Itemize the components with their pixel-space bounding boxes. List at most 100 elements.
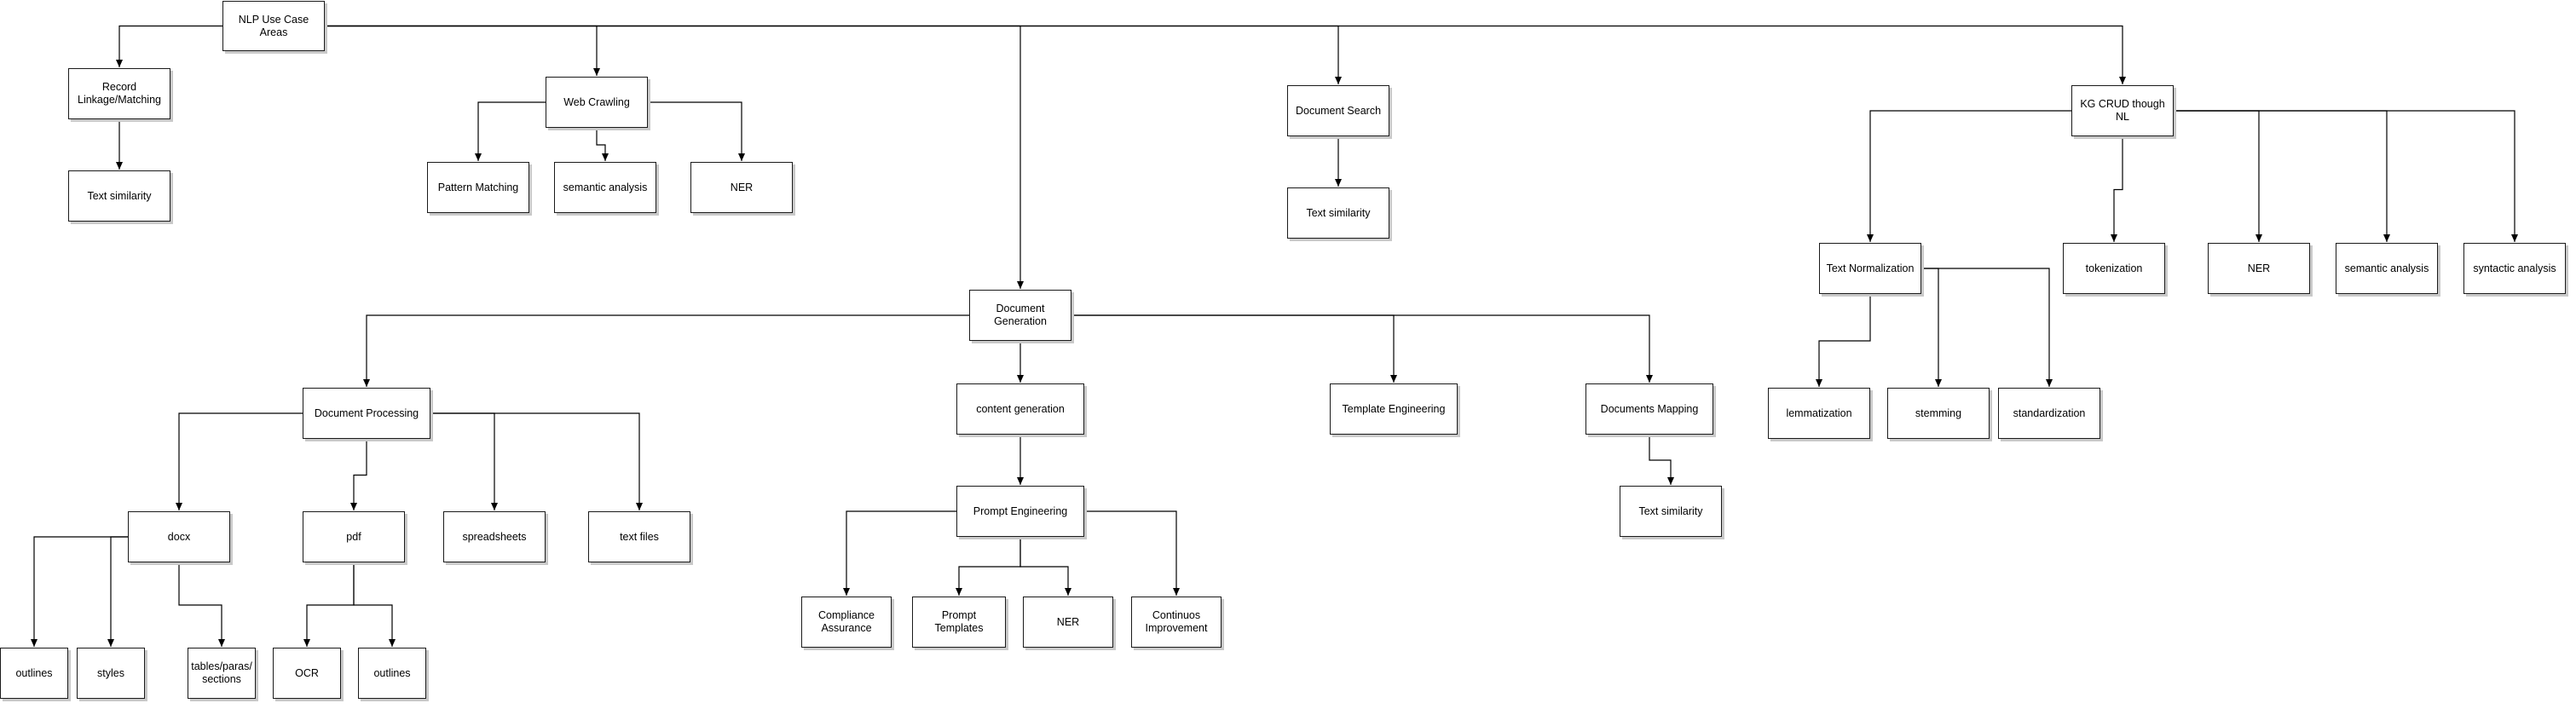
edge-text_normalization-to-stemming [1921, 268, 1942, 387]
node-text-similarity-1[interactable]: Text similarity [68, 170, 170, 222]
node-ocr[interactable]: OCR [273, 648, 341, 699]
edge-document_processing-to-spreadsheets [430, 412, 498, 510]
node-document-search[interactable]: Document Search [1287, 85, 1389, 136]
node-label: spreadsheets [462, 530, 527, 543]
node-label: docx [167, 530, 191, 543]
node-ner-2[interactable]: NER [2208, 243, 2310, 294]
node-docx[interactable]: docx [128, 511, 230, 562]
node-label: Prompt Engineering [973, 504, 1068, 517]
node-text-files[interactable]: text files [588, 511, 690, 562]
node-label: tables/paras/ sections [191, 660, 252, 685]
edge-docx-to-tables_paras_sections [178, 562, 225, 647]
node-label: Record Linkage/Matching [78, 81, 161, 106]
node-pdf[interactable]: pdf [303, 511, 405, 562]
node-label: styles [97, 666, 124, 679]
node-text-similarity-3[interactable]: Text similarity [1620, 486, 1722, 537]
edge-document_generation-to-document_processing [363, 314, 969, 387]
edge-document_generation-to-template_engineering [1071, 314, 1397, 383]
node-tokenization[interactable]: tokenization [2063, 243, 2165, 294]
node-label: text files [620, 530, 659, 543]
edge-document_processing-to-text_files [430, 412, 643, 510]
node-label: Template Engineering [1342, 402, 1446, 415]
node-documents-mapping[interactable]: Documents Mapping [1585, 383, 1713, 435]
edge-document_generation-to-documents_mapping [1071, 314, 1653, 383]
node-label: semantic analysis [563, 181, 648, 193]
edge-text_normalization-to-lemmatization [1816, 294, 1871, 387]
node-label: syntactic analysis [2473, 262, 2556, 274]
node-label: Text Normalization [1826, 262, 1915, 274]
node-prompt-engineering[interactable]: Prompt Engineering [956, 486, 1084, 537]
node-lemmatization[interactable]: lemmatization [1768, 388, 1870, 439]
edge-kg_crud-to-semantic_analysis_2 [2174, 110, 2390, 242]
node-prompt-templates[interactable]: Prompt Templates [912, 597, 1006, 648]
node-document-processing[interactable]: Document Processing [303, 388, 430, 439]
edge-root-to-kg_crud [325, 25, 2126, 84]
node-standardization[interactable]: standardization [1998, 388, 2100, 439]
edge-pdf-to-outlines_2 [353, 562, 396, 647]
node-compliance-assurance[interactable]: Compliance Assurance [801, 597, 892, 648]
edge-prompt_engineering-to-ner_3 [1019, 537, 1071, 596]
node-template-engineering[interactable]: Template Engineering [1330, 383, 1458, 435]
node-content-generation[interactable]: content generation [956, 383, 1084, 435]
node-label: Document Search [1295, 104, 1382, 117]
node-label: KG CRUD though NL [2080, 98, 2165, 123]
edge-web_crawling-to-ner_1 [648, 101, 745, 161]
node-web-crawling[interactable]: Web Crawling [546, 77, 648, 128]
edge-document_processing-to-pdf [350, 439, 367, 510]
node-kg-crud[interactable]: KG CRUD though NL [2071, 85, 2174, 136]
edge-web_crawling-to-semantic_analysis_1 [596, 128, 609, 161]
node-styles[interactable]: styles [77, 648, 145, 699]
node-label: tokenization [2085, 262, 2143, 274]
edge-kg_crud-to-tokenization [2111, 136, 2123, 242]
node-label: NER [2247, 262, 2271, 274]
node-label: NER [730, 181, 754, 193]
node-label: outlines [15, 666, 53, 679]
node-label: Document Processing [314, 406, 419, 419]
node-text-similarity-2[interactable]: Text similarity [1287, 187, 1389, 239]
node-label: Documents Mapping [1600, 402, 1699, 415]
node-label: OCR [295, 666, 319, 679]
node-label: Compliance Assurance [817, 609, 875, 634]
edge-root-to-document_search [325, 25, 1342, 84]
node-text-normalization[interactable]: Text Normalization [1819, 243, 1921, 294]
edge-text_normalization-to-standardization [1921, 268, 2053, 387]
node-label: Pattern Matching [437, 181, 519, 193]
edge-kg_crud-to-ner_2 [2174, 110, 2262, 242]
edge-kg_crud-to-syntactic_analysis [2174, 110, 2518, 242]
edge-root-to-record_linkage [116, 25, 222, 67]
node-ner-3[interactable]: NER [1023, 597, 1113, 648]
node-outlines-2[interactable]: outlines [358, 648, 426, 699]
node-root[interactable]: NLP Use Case Areas [222, 1, 325, 51]
edge-prompt_engineering-to-prompt_templates [956, 537, 1021, 596]
node-label: lemmatization [1786, 406, 1852, 419]
node-document-generation[interactable]: Document Generation [969, 290, 1071, 341]
node-label: NLP Use Case Areas [238, 13, 309, 38]
node-outlines-1[interactable]: outlines [0, 648, 68, 699]
node-semantic-analysis-2[interactable]: semantic analysis [2336, 243, 2438, 294]
node-continuos-improvement[interactable]: Continuos Improvement [1131, 597, 1222, 648]
node-label: outlines [373, 666, 411, 679]
node-label: Text similarity [1638, 504, 1703, 517]
node-label: Continuos Improvement [1145, 609, 1208, 634]
node-pattern-matching[interactable]: Pattern Matching [427, 162, 529, 213]
node-label: Prompt Templates [934, 609, 984, 634]
edge-document_processing-to-docx [176, 412, 303, 510]
node-label: stemming [1915, 406, 1962, 419]
node-label: standardization [2013, 406, 2086, 419]
node-label: pdf [346, 530, 361, 543]
node-record-linkage[interactable]: Record Linkage/Matching [68, 68, 170, 119]
node-tables-paras-sections[interactable]: tables/paras/ sections [188, 648, 256, 699]
node-semantic-analysis-1[interactable]: semantic analysis [554, 162, 656, 213]
node-stemming[interactable]: stemming [1887, 388, 1990, 439]
node-syntactic-analysis[interactable]: syntactic analysis [2463, 243, 2566, 294]
edge-kg_crud-to-text_normalization [1867, 110, 2071, 242]
node-label: Text similarity [1306, 206, 1371, 219]
node-label: semantic analysis [2344, 262, 2429, 274]
node-label: content generation [976, 402, 1065, 415]
node-spreadsheets[interactable]: spreadsheets [443, 511, 546, 562]
edge-docx-to-styles [107, 536, 128, 647]
node-label: Web Crawling [563, 95, 630, 108]
node-ner-1[interactable]: NER [690, 162, 793, 213]
node-label: NER [1056, 615, 1080, 628]
edge-pdf-to-ocr [303, 562, 355, 647]
